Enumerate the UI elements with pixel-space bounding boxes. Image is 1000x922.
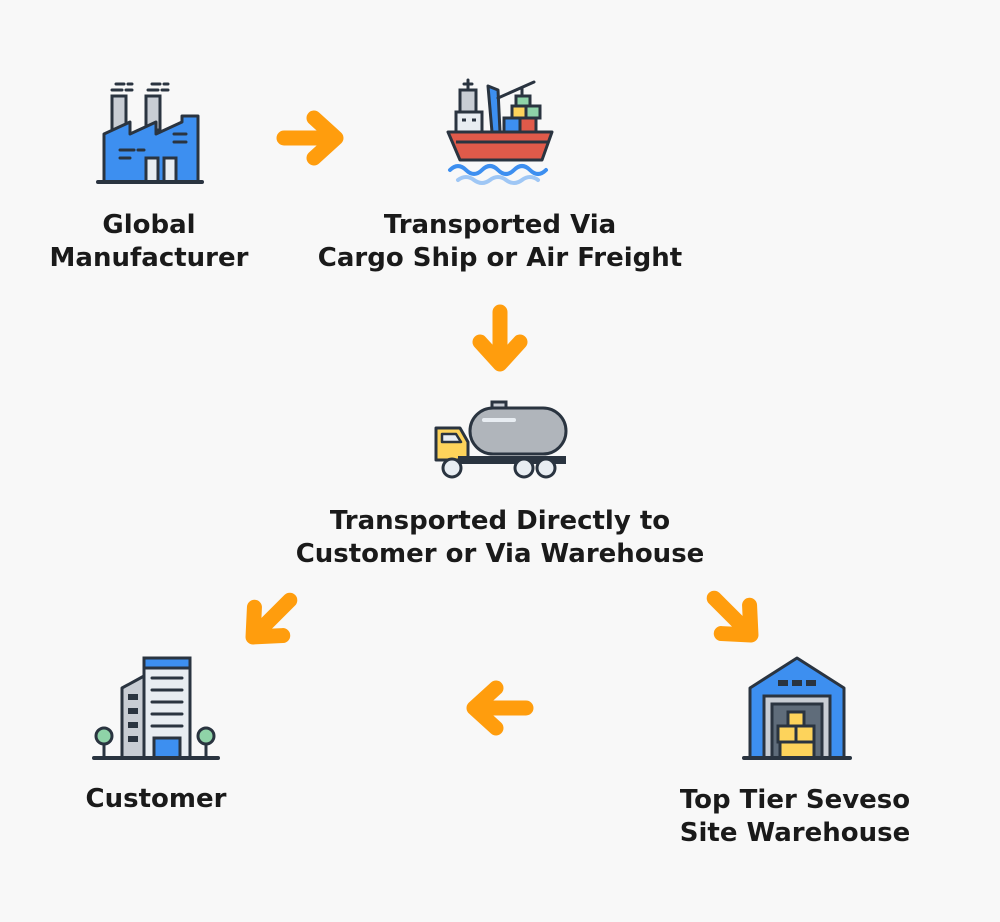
office-building-icon <box>92 656 220 760</box>
transport-label-line2: Customer or Via Warehouse <box>295 539 705 569</box>
warehouse-label: Top Tier Seveso Site Warehouse <box>670 784 920 850</box>
transport-label-line1: Transported Directly to <box>329 506 671 536</box>
tanker-truck-icon <box>434 400 568 479</box>
factory-icon <box>96 82 204 184</box>
shipping-label-line2: Cargo Ship or Air Freight <box>317 243 683 273</box>
warehouse-icon <box>742 656 852 760</box>
arrow-down-right-icon <box>706 590 759 643</box>
warehouse-label-line2: Site Warehouse <box>679 818 911 848</box>
warehouse-label-line1: Top Tier Seveso <box>679 785 911 815</box>
transport-label: Transported Directly to Customer or Via … <box>290 505 710 571</box>
customer-label-line1: Customer <box>85 784 227 814</box>
shipping-label: Transported Via Cargo Ship or Air Freigh… <box>315 209 685 275</box>
cargo-ship-icon <box>446 78 554 185</box>
shipping-label-line1: Transported Via <box>383 210 617 240</box>
customer-label: Customer <box>56 783 256 816</box>
arrow-down-left-icon <box>245 592 298 645</box>
arrow-down-icon <box>472 304 528 372</box>
arrow-right-icon <box>276 110 344 166</box>
arrow-left-icon <box>466 680 534 736</box>
manufacturer-label-line1: Global <box>102 210 196 240</box>
manufacturer-label-line2: Manufacturer <box>49 243 249 273</box>
manufacturer-label: Global Manufacturer <box>44 209 254 275</box>
